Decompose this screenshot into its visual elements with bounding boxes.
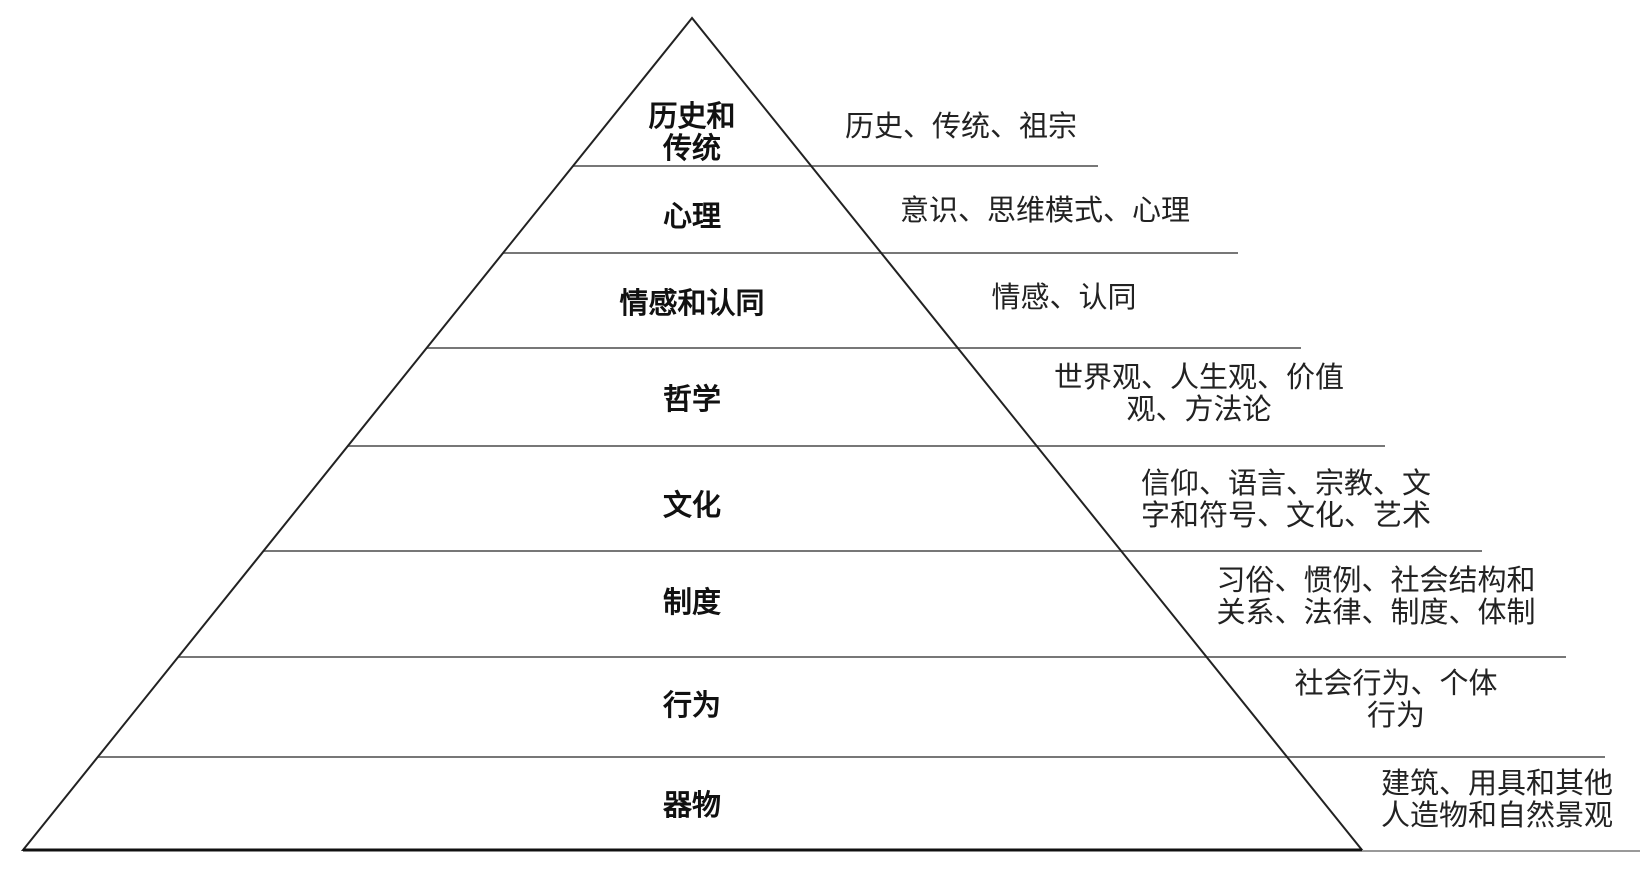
level-label: 制度 [663,585,721,619]
level-dividers [97,165,1605,758]
level-label: 情感和认同 [619,286,764,320]
level-description: 人造物和自然景观 [1381,798,1613,832]
level-description: 关系、法律、制度、体制 [1216,595,1535,629]
level-label: 器物 [662,788,721,822]
level-description: 观、方法论 [1126,392,1271,426]
level-description: 历史、传统、祖宗 [845,109,1077,143]
level-label: 历史和 [648,99,735,133]
level-label: 行为 [662,688,721,722]
level-description: 情感、认同 [991,280,1136,314]
level-description: 世界观、人生观、价值 [1054,360,1344,394]
level-description: 意识、思维模式、心理 [900,193,1190,227]
level-label: 心理 [663,199,721,233]
level-label: 哲学 [663,382,721,416]
level-label: 文化 [663,488,721,522]
level-label: 传统 [662,131,721,165]
level-description: 社会行为、个体 [1294,666,1497,700]
level-description: 习俗、惯例、社会结构和 [1216,563,1535,597]
level-description: 字和符号、文化、艺术 [1141,498,1431,532]
level-description: 建筑、用具和其他 [1381,766,1613,800]
level-description: 信仰、语言、宗教、文 [1141,466,1431,500]
level-description: 行为 [1367,698,1425,732]
